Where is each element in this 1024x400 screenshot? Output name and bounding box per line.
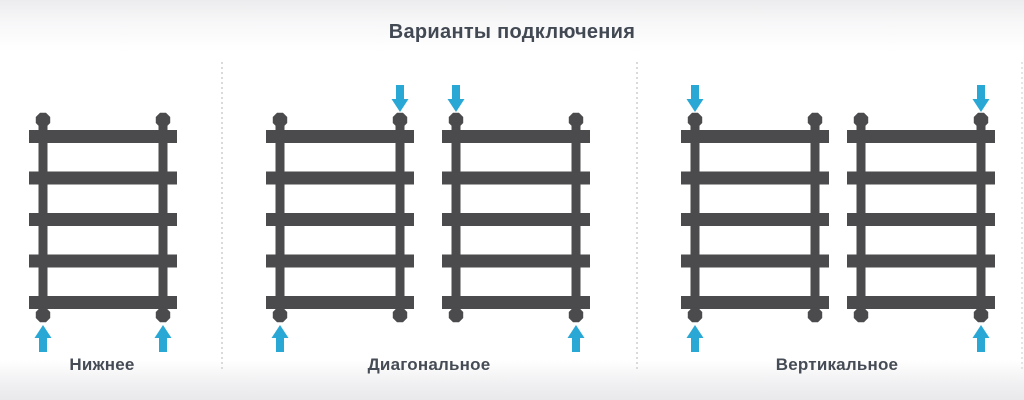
ladder-vertical-left (681, 85, 829, 352)
ladder-graphic (847, 85, 995, 352)
ladder-rung (681, 254, 829, 268)
group-label-vertical: Вертикальное (775, 355, 899, 374)
pipe-fitting-cap (807, 112, 823, 128)
ladder-rung (29, 213, 177, 226)
pipe-fitting-cap (568, 112, 584, 128)
flow-up-arrow-icon (154, 325, 172, 352)
ladder-graphic (266, 85, 414, 352)
ladder-rung (681, 213, 829, 226)
group-label-diagonal: Диагональное (367, 355, 491, 374)
ladder-rung (266, 213, 414, 226)
ladder-rung (681, 130, 829, 143)
ladder-rung (442, 130, 590, 143)
ladder-graphic (681, 85, 829, 352)
ladder-rung (266, 296, 414, 309)
flow-up-arrow-icon (271, 325, 289, 352)
ladder-rung (442, 254, 590, 268)
ladder-diagonal-left (266, 85, 414, 352)
pipe-fitting-cap (35, 307, 51, 323)
ladder-rung (29, 296, 177, 309)
ladder-rung (266, 130, 414, 143)
pipe-fitting-cap (687, 307, 703, 323)
flow-down-arrow-icon (447, 85, 465, 112)
divider-line (1021, 62, 1023, 372)
ladder-vertical-right (847, 85, 995, 352)
ladder-rung (29, 171, 177, 185)
ladder-rung (442, 171, 590, 185)
divider-line (221, 62, 223, 372)
pipe-fitting-cap (853, 112, 869, 128)
ladder-rung (847, 130, 995, 143)
flow-up-arrow-icon (686, 325, 704, 352)
ladder-rung (847, 254, 995, 268)
ladder-rung (442, 296, 590, 309)
pipe-fitting-cap (687, 112, 703, 128)
pipe-fitting-cap (272, 112, 288, 128)
ladder-rung (847, 296, 995, 309)
pipe-fitting-cap (392, 307, 408, 323)
pipe-fitting-cap (973, 112, 989, 128)
pipe-fitting-cap (853, 307, 869, 323)
pipe-fitting-cap (155, 112, 171, 128)
pipe-fitting-cap (568, 307, 584, 323)
flow-up-arrow-icon (972, 325, 990, 352)
ladder-rung (29, 254, 177, 268)
ladder-rung (442, 213, 590, 226)
flow-up-arrow-icon (34, 325, 52, 352)
ladder-rung (847, 213, 995, 226)
ladder-rung (681, 296, 829, 309)
pipe-fitting-cap (35, 112, 51, 128)
ladder-rung (266, 171, 414, 185)
ladder-graphic (29, 112, 177, 352)
pipe-fitting-cap (807, 307, 823, 323)
ladder-rung (847, 171, 995, 185)
page-title: Варианты подключения (388, 21, 636, 43)
ladder-rung (681, 171, 829, 185)
ladder-graphic (442, 85, 590, 352)
flow-down-arrow-icon (686, 85, 704, 112)
pipe-fitting-cap (973, 307, 989, 323)
pipe-fitting-cap (272, 307, 288, 323)
flow-up-arrow-icon (567, 325, 585, 352)
pipe-fitting-cap (448, 112, 464, 128)
divider-line (636, 62, 638, 372)
ladder-rung (266, 254, 414, 268)
pipe-fitting-cap (155, 307, 171, 323)
group-label-bottom: Нижнее (69, 355, 135, 374)
flow-down-arrow-icon (972, 85, 990, 112)
pipe-fitting-cap (448, 307, 464, 323)
ladder-diagonal-right (442, 85, 590, 352)
pipe-fitting-cap (392, 112, 408, 128)
ladder-bottom-connection (29, 85, 177, 352)
flow-down-arrow-icon (391, 85, 409, 112)
ladder-rung (29, 130, 177, 143)
